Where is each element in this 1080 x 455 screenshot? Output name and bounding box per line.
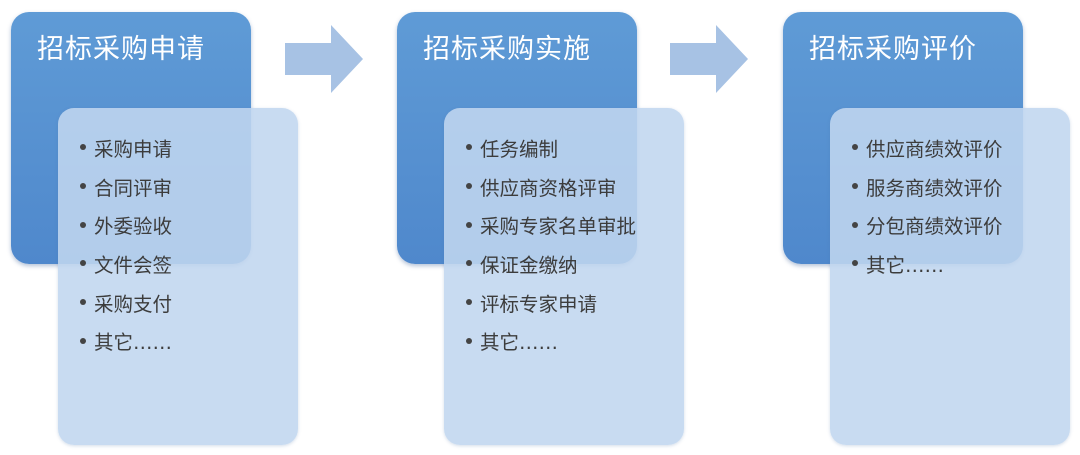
stage-item-list: 任务编制 供应商资格评审 采购专家名单审批 保证金缴纳 评标专家申请 其它…… [466, 128, 636, 360]
list-item: 其它…… [80, 321, 172, 360]
stage-item-card: 任务编制 供应商资格评审 采购专家名单审批 保证金缴纳 评标专家申请 其它…… [444, 108, 684, 445]
bullet-icon [80, 221, 86, 228]
list-item: 评标专家申请 [466, 283, 636, 322]
list-item-label: 服务商绩效评价 [866, 176, 1003, 200]
list-item-label: 评标专家申请 [480, 292, 598, 316]
list-item-label: 供应商绩效评价 [866, 137, 1003, 161]
list-item-label: 供应商资格评审 [480, 176, 617, 200]
list-item-label: 采购申请 [94, 137, 173, 161]
stage-evaluation: 招标采购评价 供应商绩效评价 服务商绩效评价 分包商绩效评价 其它…… [783, 12, 1070, 445]
list-item: 文件会签 [80, 244, 172, 283]
right-arrow-icon [670, 25, 748, 93]
stage-application: 招标采购申请 采购申请 合同评审 外委验收 文件会签 采购支付 其它…… [11, 12, 298, 445]
list-item: 合同评审 [80, 167, 172, 206]
right-arrow-icon [285, 25, 363, 93]
list-item-label: 任务编制 [480, 137, 559, 161]
list-item-label: 文件会签 [94, 253, 173, 277]
bullet-icon [852, 221, 858, 228]
list-item-label: 分包商绩效评价 [866, 215, 1003, 239]
stage-item-card: 采购申请 合同评审 外委验收 文件会签 采购支付 其它…… [58, 108, 298, 445]
list-item: 任务编制 [466, 128, 636, 167]
list-item-label: 其它…… [480, 331, 559, 355]
stage-item-list: 供应商绩效评价 服务商绩效评价 分包商绩效评价 其它…… [852, 128, 1003, 283]
list-item-label: 采购专家名单审批 [480, 215, 637, 239]
list-item-label: 其它…… [94, 331, 173, 355]
list-item-label: 其它…… [866, 253, 945, 277]
list-item: 供应商资格评审 [466, 167, 636, 206]
stage-title: 招标采购申请 [37, 34, 205, 65]
bullet-icon [80, 337, 86, 344]
list-item-label: 采购支付 [94, 292, 173, 316]
bullet-icon [852, 260, 858, 267]
bullet-icon [80, 299, 86, 306]
list-item-label: 外委验收 [94, 215, 173, 239]
list-item: 采购专家名单审批 [466, 205, 636, 244]
list-item-label: 保证金缴纳 [480, 253, 578, 277]
bullet-icon [852, 183, 858, 190]
bullet-icon [80, 144, 86, 151]
list-item: 采购支付 [80, 283, 172, 322]
list-item: 供应商绩效评价 [852, 128, 1003, 167]
list-item: 分包商绩效评价 [852, 205, 1003, 244]
list-item: 外委验收 [80, 205, 172, 244]
list-item: 保证金缴纳 [466, 244, 636, 283]
bullet-icon [466, 260, 472, 267]
list-item: 其它…… [852, 244, 1003, 283]
bullet-icon [466, 183, 472, 190]
bullet-icon [466, 337, 472, 344]
stage-title: 招标采购实施 [423, 34, 591, 65]
stage-item-list: 采购申请 合同评审 外委验收 文件会签 采购支付 其它…… [80, 128, 172, 360]
bullet-icon [80, 260, 86, 267]
bullet-icon [466, 299, 472, 306]
list-item: 其它…… [466, 321, 636, 360]
bullet-icon [466, 221, 472, 228]
stage-item-card: 供应商绩效评价 服务商绩效评价 分包商绩效评价 其它…… [830, 108, 1070, 445]
list-item-label: 合同评审 [94, 176, 173, 200]
bullet-icon [80, 183, 86, 190]
bullet-icon [852, 144, 858, 151]
list-item: 采购申请 [80, 128, 172, 167]
list-item: 服务商绩效评价 [852, 167, 1003, 206]
stage-implementation: 招标采购实施 任务编制 供应商资格评审 采购专家名单审批 保证金缴纳 评标专家申… [397, 12, 684, 445]
stage-title: 招标采购评价 [809, 34, 977, 65]
bullet-icon [466, 144, 472, 151]
